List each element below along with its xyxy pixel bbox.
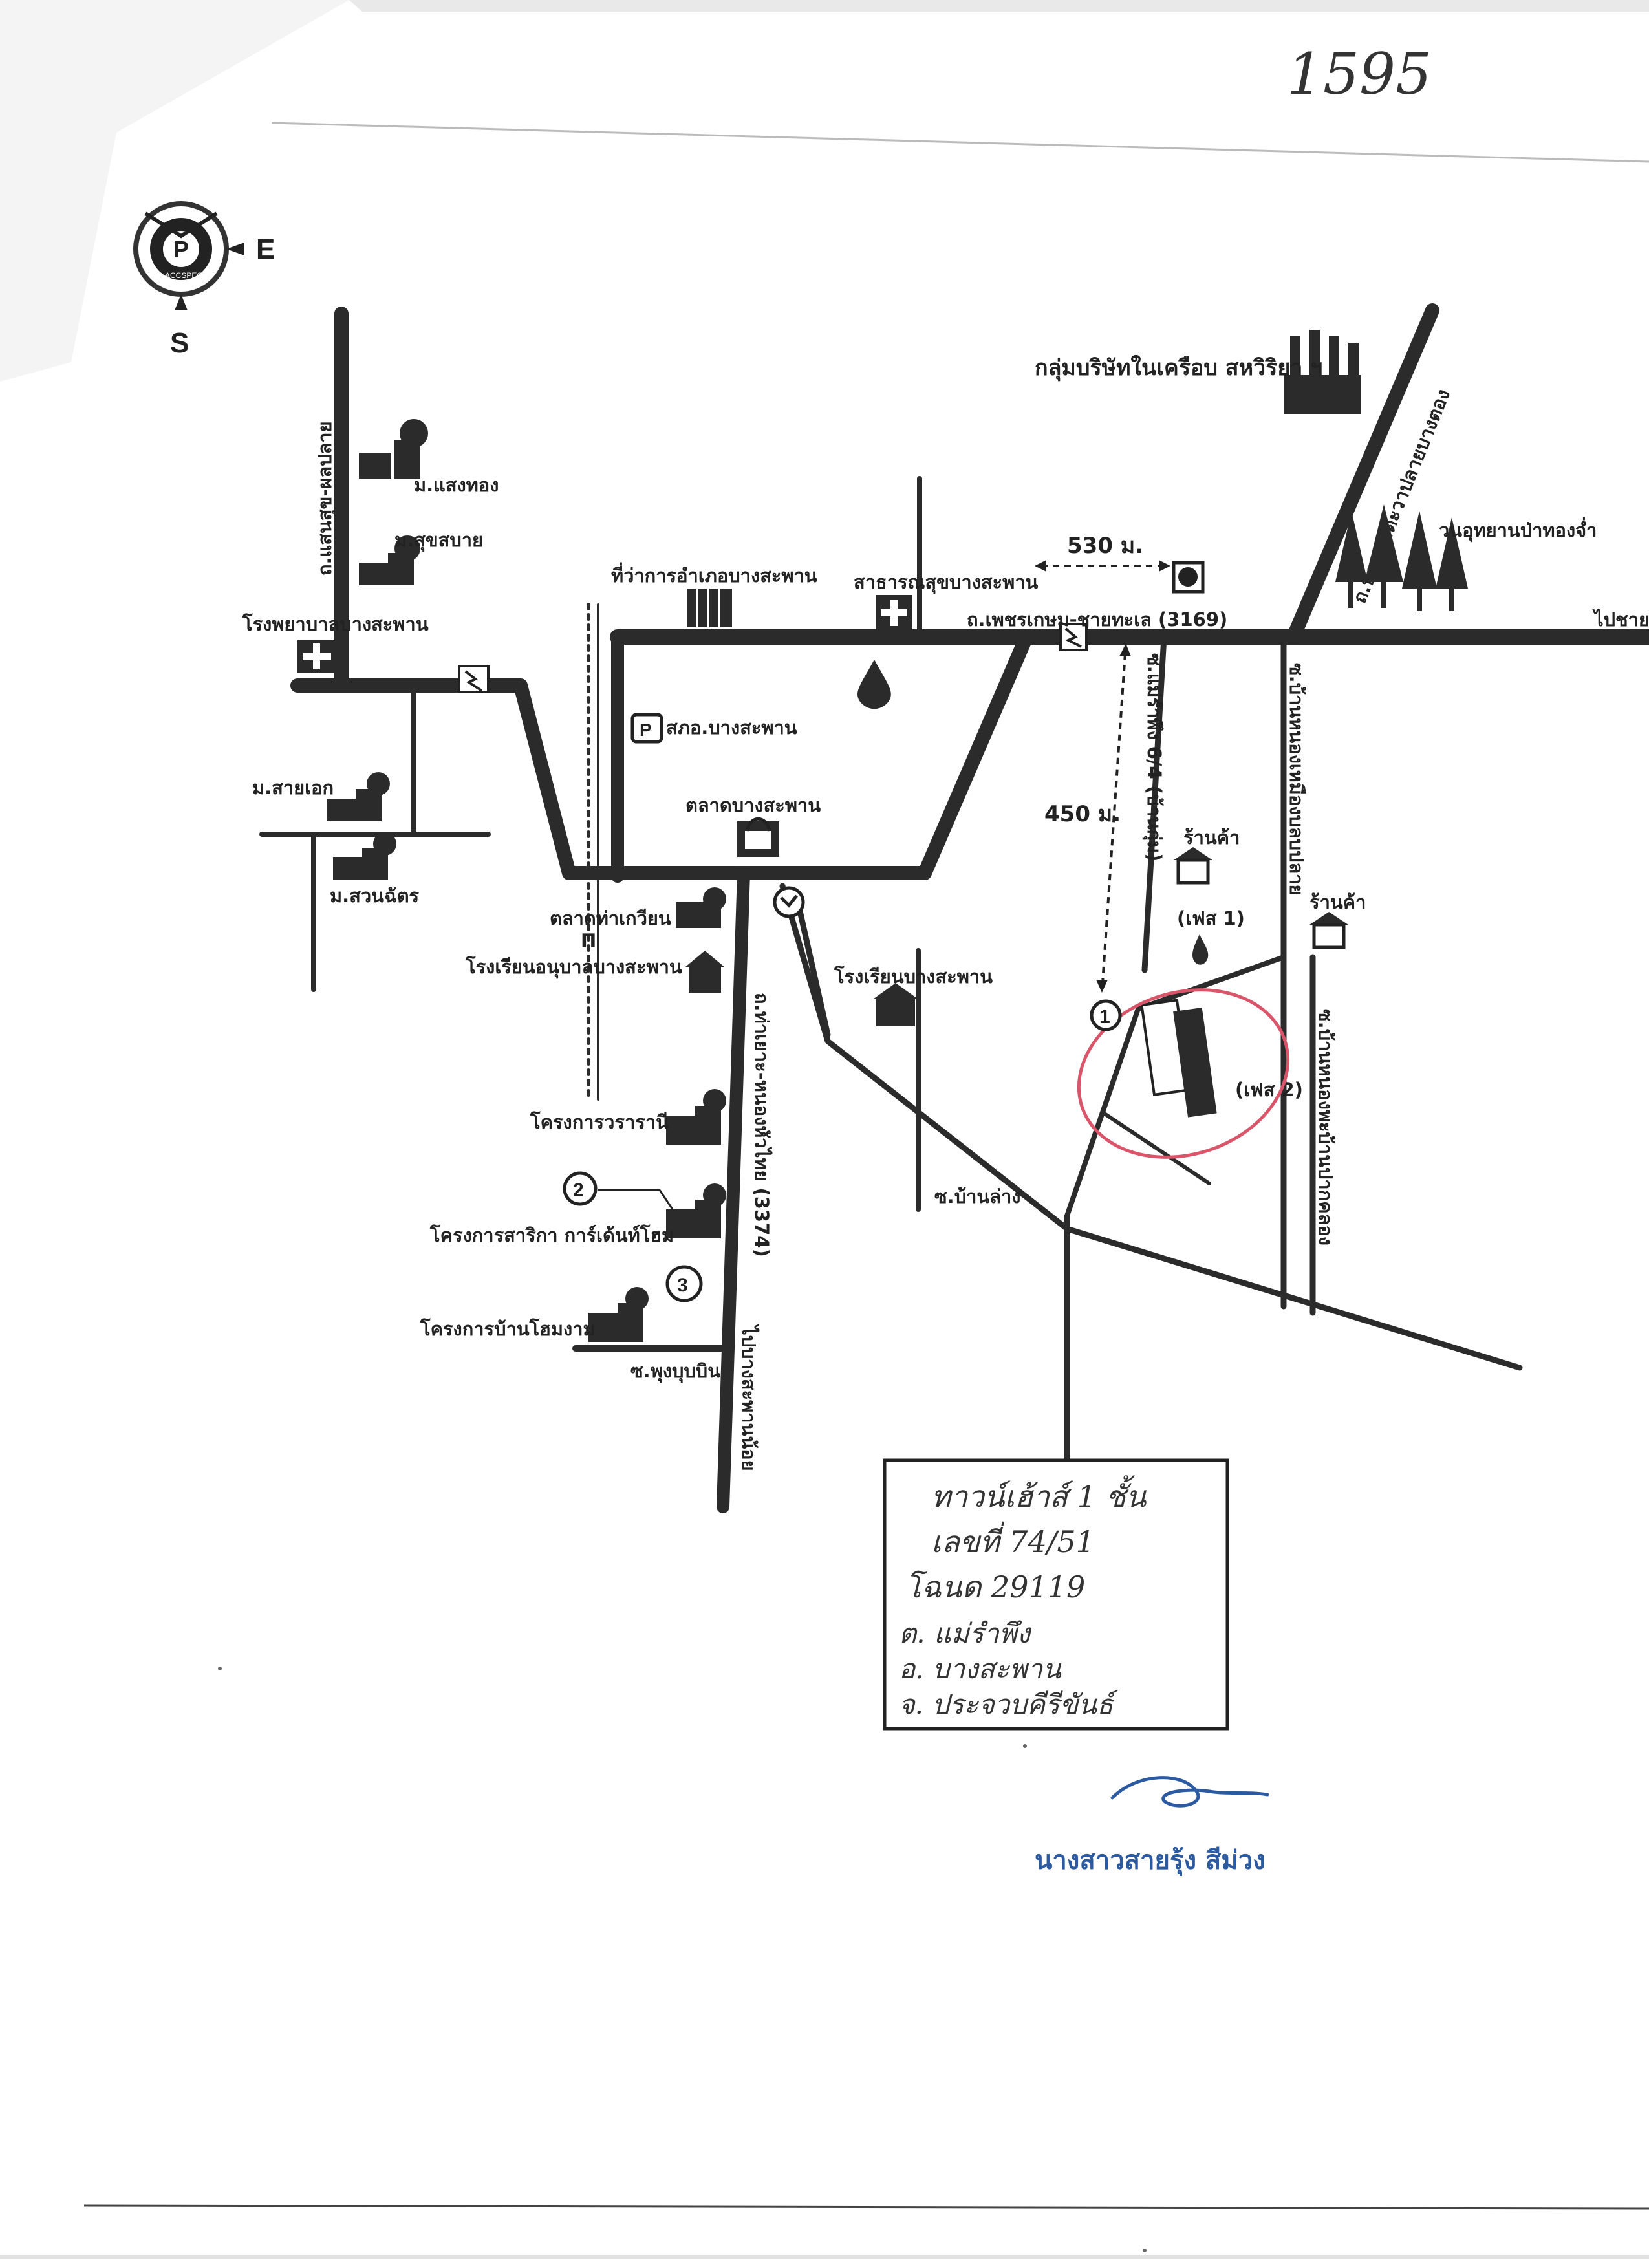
label-v-suanchat: ม.สวนฉัตร bbox=[330, 885, 420, 907]
note-line-5: อ. บางสะพาน bbox=[899, 1653, 1062, 1685]
hospital-cross-icon bbox=[297, 640, 336, 673]
label-road-nakhonchai: ถ.ท่าเยาะ-หนองหัวไทย (3374) bbox=[751, 993, 773, 1257]
marker-3: 3 bbox=[665, 1265, 703, 1302]
note-line-4: ต. แม่รำพึง bbox=[899, 1617, 1032, 1649]
label-road-right-a: ซ.บ้านหนองเหมืองบลบปลาย bbox=[1286, 663, 1308, 896]
page-number: 1595 bbox=[1287, 41, 1432, 107]
label-road-maerampueng: ซ.แม่รำพึง 6/4 (บ้านกุ่ม) bbox=[1143, 653, 1165, 861]
label-hospital: โรงพยาบาลบางสะพาน bbox=[242, 612, 429, 635]
road-rama-diagonal bbox=[1286, 303, 1439, 644]
svg-text:P: P bbox=[173, 236, 189, 263]
road-hospital-loop bbox=[290, 633, 1032, 880]
signature-name: นางสาวสายรุ้ง สีม่วง bbox=[1035, 1846, 1266, 1877]
svg-text:P: P bbox=[640, 720, 652, 740]
police-icon: P bbox=[630, 713, 663, 744]
compass-s-label: S bbox=[170, 327, 189, 359]
label-proj-home: โครงการบ้านโฮมงาม bbox=[420, 1317, 596, 1340]
label-proj-wararani: โครงการวรารานี bbox=[530, 1110, 669, 1133]
shop-icon-1 bbox=[1174, 847, 1212, 885]
label-proj-sarika: โครงการสาริกา การ์เด้นท์โฮม bbox=[429, 1224, 674, 1246]
svg-text:2: 2 bbox=[573, 1180, 584, 1201]
distance-530: 530 ม. bbox=[1035, 533, 1170, 572]
note-line-2: เลขที่ 74/51 bbox=[931, 1521, 1095, 1559]
label-school: โรงเรียนบางสะพาน bbox=[834, 965, 993, 988]
road-school bbox=[779, 883, 1523, 1371]
label-v-saengthong: ม.แสงทอง bbox=[414, 474, 499, 496]
label-market: ตลาดบางสะพาน bbox=[685, 794, 821, 816]
label-v-saiek: ม.สายเอก bbox=[252, 777, 334, 799]
project-icon-sarika bbox=[666, 1183, 726, 1238]
compass-e-label: E bbox=[256, 233, 275, 265]
label-factory: กลุ่มบริษัทในเครือบ สหวิริยา ฯ bbox=[1035, 354, 1322, 382]
roads bbox=[259, 303, 1649, 1513]
signature-image bbox=[1110, 1776, 1269, 1808]
factory-icon bbox=[1284, 330, 1361, 414]
compass-brand: ACCSPEC bbox=[165, 271, 202, 280]
label-district-office: ที่ว่าการอำเภอบางสะพาน bbox=[611, 562, 817, 587]
village-icon-suanchat bbox=[333, 832, 396, 880]
roundabout-icon bbox=[773, 886, 805, 918]
project-icon-wararani bbox=[666, 1089, 726, 1145]
note-line-1: ทาวน์เฮ้าส์ 1 ชั้น bbox=[931, 1475, 1147, 1514]
label-shop-2: ร้านค้า bbox=[1310, 891, 1366, 913]
label-road-khaolao: ซ.บ้านล่าง bbox=[934, 1185, 1020, 1207]
shop-icon-2 bbox=[1310, 912, 1348, 949]
park-tree-icons bbox=[1335, 504, 1468, 611]
label-health-center: สาธารณสุขบางสะพาน bbox=[854, 571, 1039, 594]
label-phase-2: (เฟส 2) bbox=[1235, 1079, 1303, 1101]
label-shop-1: ร้านค้า bbox=[1183, 826, 1240, 848]
scan-specks bbox=[218, 1667, 1147, 2252]
village-icon-saengthong bbox=[359, 419, 428, 479]
school-icon bbox=[873, 983, 918, 1026]
health-center-cross-icon bbox=[876, 595, 912, 631]
label-to-chaatale: ไปชายทะเล bbox=[1592, 609, 1649, 631]
label-park: วนอุทยานป่าทองจ่ำ bbox=[1439, 517, 1597, 542]
project-icon-home bbox=[588, 1287, 649, 1342]
site-buildings bbox=[1140, 934, 1217, 1118]
label-road-right-b: ซ.บ้านหนองพะบ้านปากคลอง bbox=[1315, 1009, 1337, 1246]
water-tank-icon bbox=[857, 660, 891, 709]
note-line-6: จ. ประจวบคีรีขันธ์ bbox=[899, 1689, 1119, 1720]
distance-450: 450 ม. bbox=[1044, 643, 1131, 993]
note-line-3: โฉนด 29119 bbox=[905, 1570, 1085, 1604]
label-old-market: ตลาดท่าเกวียน bbox=[550, 907, 671, 929]
road-nakhonchai bbox=[717, 867, 750, 1513]
label-450: 450 ม. bbox=[1044, 801, 1121, 827]
label-road-phetkasem: ถ.เพชรเกษม-ชายทะเล (3169) bbox=[967, 609, 1227, 631]
label-police: สภอ.บางสะพาน bbox=[666, 717, 797, 739]
marker-1: 1 bbox=[1090, 999, 1122, 1031]
handwritten-note: ทาวน์เฮ้าส์ 1 ชั้น เลขที่ 74/51 โฉนด 291… bbox=[883, 1458, 1229, 1731]
kindergarten-icon bbox=[685, 951, 724, 993]
road-site-bottom bbox=[1101, 1110, 1211, 1185]
gas-station-icon bbox=[1172, 561, 1205, 594]
label-kindergarten: โรงเรียนอนุบาลบางสะพาน bbox=[465, 955, 682, 978]
road-maerampueng bbox=[1141, 634, 1167, 973]
road-site-link bbox=[1064, 955, 1286, 1218]
market-basket-icon bbox=[737, 817, 779, 857]
label-road-pupuntun: ซ.พุงบุบบิน bbox=[630, 1360, 720, 1383]
bridge-icons bbox=[458, 623, 1088, 693]
svg-text:3: 3 bbox=[677, 1275, 688, 1296]
label-v-sukhsabai: ม.สุขสบาย bbox=[394, 529, 483, 552]
marker-2: 2 bbox=[563, 1171, 598, 1206]
label-phase-1: (เฟส 1) bbox=[1177, 907, 1245, 929]
compass-rose-icon: P E S ACCSPEC bbox=[133, 201, 275, 359]
target-highlight-circle bbox=[1077, 988, 1290, 1159]
road-school-branch bbox=[795, 902, 831, 1038]
village-icon-sukhsabai bbox=[359, 535, 420, 585]
svg-text:1: 1 bbox=[1099, 1006, 1110, 1028]
old-market-icon bbox=[676, 887, 726, 928]
leader-sarika-2 bbox=[658, 1189, 674, 1210]
district-office-icon bbox=[687, 589, 732, 627]
rail-station-mark: Π bbox=[581, 930, 596, 952]
label-530: 530 ม. bbox=[1067, 533, 1143, 559]
label-to-bangsaphan-noi: ไปบางสะพานน้อย bbox=[738, 1324, 760, 1471]
village-icon-saiek bbox=[327, 772, 390, 821]
label-road-left-vertical: ถ.แสนสุข-ผลปลาย bbox=[314, 421, 336, 576]
